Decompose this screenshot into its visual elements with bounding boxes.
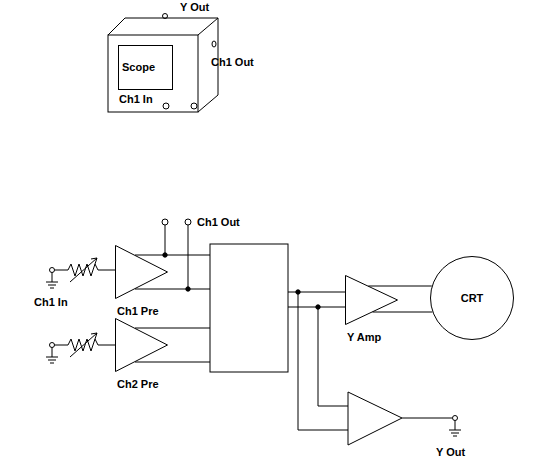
node-label: CRT <box>461 292 484 305</box>
terminal-label: Y Out <box>180 1 209 14</box>
terminal-label: Ch1 Out <box>211 56 254 69</box>
ch1-out-taps <box>162 219 191 291</box>
screen-box: Scope <box>118 45 173 90</box>
preamp-triangle: Ch1 Pre <box>115 245 168 299</box>
y-out-amp <box>348 392 461 445</box>
amplifier-triangle-outline <box>345 275 398 325</box>
signal-connector <box>368 286 432 312</box>
crt-circle: CRT <box>430 256 514 340</box>
amplifier-label: Ch2 Pre <box>117 378 159 391</box>
node-label: Scope <box>122 61 155 74</box>
amplifier-triangle: Y Amp <box>345 275 398 325</box>
ch2-input <box>46 333 115 363</box>
amplifier-label: Y Amp <box>347 331 381 344</box>
preamp-triangle-outline <box>115 245 168 299</box>
terminal-label: Ch1 Out <box>197 216 240 229</box>
terminal-label: Ch1 In <box>119 93 153 106</box>
amplifier-label: Ch1 Pre <box>117 305 159 318</box>
terminal-label: Ch1 In <box>34 296 68 309</box>
channel-switch <box>210 244 288 372</box>
scope-housing <box>108 14 218 113</box>
y-bus <box>288 290 348 430</box>
preamp-triangle-outline <box>115 318 168 372</box>
preamp-triangle: Ch2 Pre <box>115 318 168 372</box>
ch1-input <box>46 258 115 288</box>
terminal-label: Y Out <box>436 446 465 459</box>
